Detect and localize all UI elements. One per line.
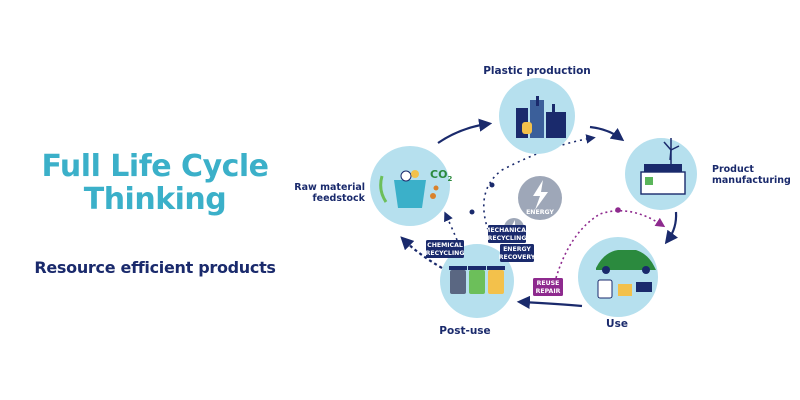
feedstock-bin-icon <box>379 170 439 208</box>
post-use-stage: Post-use <box>439 244 514 337</box>
product-manufacturing-label-line-2: manufacturing <box>712 175 791 186</box>
raw-material-stage: CO2 Raw material feedstock <box>294 146 452 226</box>
manufacturing-plant-icon <box>640 138 686 195</box>
arrow-use-to-postuse <box>516 295 583 310</box>
page-title: Full Life Cycle Thinking <box>0 150 310 216</box>
product-manufacturing-label-line-1: Product <box>712 164 754 175</box>
product-manufacturing-stage: Product manufacturing <box>625 138 791 210</box>
post-use-label: Post-use <box>439 325 490 337</box>
energy-recovery-tag-line-1: ENERGY <box>503 246 531 253</box>
energy-recovery-tag-line-2: RECOVERY <box>499 254 536 261</box>
reuse-repair-flow <box>555 209 666 279</box>
dotted-flow-mechanical-to-production <box>482 134 596 231</box>
arrow-production-to-manufacturing <box>589 125 625 142</box>
title-line-1: Full Life Cycle <box>41 149 269 184</box>
raw-material-label-line-1: Raw material <box>294 182 365 193</box>
energy-recovery-tag: ENERGY RECOVERY <box>499 244 536 262</box>
chemical-tag-line-2: RECYCLING <box>426 250 465 257</box>
co2-icon: CO2 <box>430 168 452 183</box>
reuse-tag-line-2: REPAIR <box>536 288 561 295</box>
chemical-recycling-tag: CHEMICAL RECYCLING <box>426 240 465 258</box>
mechanical-recycling-tag: MECHANICAL RECYCLING <box>484 225 530 243</box>
dotted-flow-chemical-to-raw <box>444 211 458 241</box>
title-line-2: Thinking <box>83 182 227 217</box>
use-stage: Use <box>578 237 658 330</box>
page-subtitle: Resource efficient products <box>34 258 276 277</box>
energy-hub-label: ENERGY <box>526 209 554 216</box>
factory-icon <box>516 96 566 138</box>
lightning-bolt-icon <box>533 180 548 210</box>
consumer-products-icon <box>597 279 652 299</box>
arrow-postuse-to-raw <box>400 236 443 269</box>
reuse-tag-line-1: REUSE <box>537 280 560 287</box>
recycling-bins-icon <box>449 266 505 294</box>
use-label: Use <box>606 318 628 330</box>
mechanical-tag-line-1: MECHANICAL <box>484 227 530 234</box>
car-icon <box>596 250 656 274</box>
raw-material-label-line-2: feedstock <box>313 193 366 204</box>
reuse-repair-tag: REUSE REPAIR <box>533 278 563 296</box>
plastic-production-label: Plastic production <box>483 65 591 77</box>
chemical-tag-line-1: CHEMICAL <box>427 242 463 249</box>
plastic-production-stage: Plastic production <box>483 65 591 154</box>
mechanical-tag-line-2: RECYCLING <box>488 235 527 242</box>
arrow-manufacturing-to-use <box>664 211 679 245</box>
arrow-raw-to-production <box>437 118 493 144</box>
